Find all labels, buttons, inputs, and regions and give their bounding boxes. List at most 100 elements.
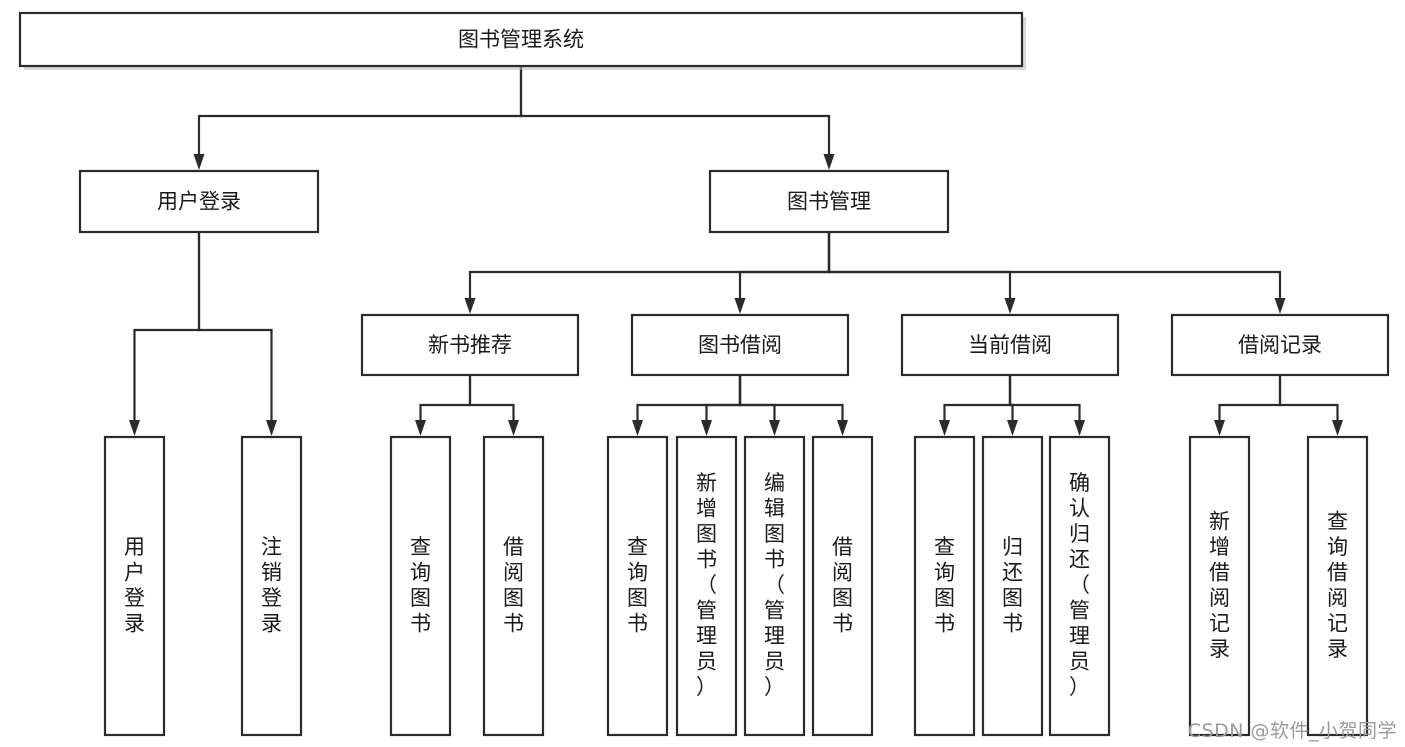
node-label: 图书管理系统 [458, 28, 584, 52]
node-book-borrow[interactable]: 图书借阅 [630, 313, 850, 377]
node-label: 用户登录 [157, 190, 241, 214]
node-rect[interactable] [1048, 435, 1111, 737]
connector-current-borrow-to-leaf-confirm-return [1008, 375, 1085, 436]
node-label: 归 [1069, 522, 1090, 546]
node-root[interactable]: 图书管理系统 [18, 11, 1026, 70]
node-label: 书 [934, 611, 955, 635]
arrow-head-icon [415, 420, 426, 436]
arrow-head-icon [823, 154, 835, 170]
node-rect[interactable] [743, 435, 806, 737]
node-label: 认 [1069, 497, 1090, 521]
node-label: 借 [832, 535, 853, 559]
connector-line [738, 232, 831, 298]
arrow-head-icon [508, 420, 519, 436]
node-label: 图 [627, 586, 648, 610]
node-rect[interactable] [1188, 435, 1251, 737]
node-new-book-recommend[interactable]: 新书推荐 [360, 313, 580, 377]
arrow-head-icon [632, 420, 643, 436]
node-label: 理 [696, 624, 717, 648]
node-label: 员 [696, 650, 717, 674]
node-rect[interactable] [630, 313, 850, 377]
node-rect[interactable] [360, 313, 580, 377]
node-label: 注 [261, 535, 282, 559]
node-label: 户 [124, 560, 145, 584]
node-label: （ [764, 573, 785, 597]
node-rect[interactable] [675, 435, 738, 737]
node-label: 管 [1069, 599, 1090, 623]
node-label: 借 [1327, 560, 1348, 584]
node-label: 阅 [503, 560, 524, 584]
node-rect[interactable] [900, 313, 1120, 377]
node-label: 登 [261, 586, 282, 610]
node-label: 查 [627, 535, 648, 559]
node-rect[interactable] [240, 435, 303, 737]
node-current-borrow[interactable]: 当前借阅 [900, 313, 1120, 377]
node-rect[interactable] [981, 435, 1044, 737]
connector-line [519, 66, 831, 154]
node-rect[interactable] [811, 435, 874, 737]
node-label: 询 [934, 560, 955, 584]
node-label: 阅 [1209, 586, 1230, 610]
node-label: 书 [410, 611, 431, 635]
node-rect[interactable] [1170, 313, 1390, 377]
node-rect[interactable] [606, 435, 669, 737]
node-label: 书 [832, 611, 853, 635]
node-label: 辑 [764, 497, 785, 521]
connector-borrow-record-to-leaf-query-record [1278, 375, 1343, 436]
node-label: 当前借阅 [968, 333, 1052, 357]
node-rect[interactable] [18, 11, 1024, 68]
node-rect[interactable] [389, 435, 452, 737]
node-label: 员 [764, 650, 785, 674]
node-label: 图 [764, 522, 785, 546]
node-label: 查 [1327, 509, 1348, 533]
connector-line [738, 375, 776, 420]
connector-current-borrow-to-leaf-query-book-3 [939, 375, 1012, 436]
connector-book-manage-to-book-borrow [734, 232, 831, 314]
connector-line [1278, 375, 1339, 420]
connector-line [827, 232, 1282, 298]
node-book-manage[interactable]: 图书管理 [708, 169, 950, 234]
node-rect[interactable] [708, 169, 950, 234]
node-label: 借 [503, 535, 524, 559]
arrow-head-icon [1332, 420, 1343, 436]
node-label: 增 [696, 497, 717, 521]
node-label: 新 [1209, 509, 1230, 533]
node-borrow-record[interactable]: 借阅记录 [1170, 313, 1390, 377]
node-label: 图 [696, 522, 717, 546]
node-label: 询 [627, 560, 648, 584]
node-rect[interactable] [482, 435, 545, 737]
node-label: ） [1069, 675, 1090, 699]
arrow-head-icon [129, 420, 140, 436]
node-label: 图书借阅 [698, 333, 782, 357]
node-leaf-user-login[interactable]: 用户登录 [103, 435, 166, 737]
connector-line [738, 375, 844, 420]
connector-book-manage-to-borrow-record [827, 232, 1286, 314]
node-rect[interactable] [1306, 435, 1369, 737]
node-label: 阅 [832, 560, 853, 584]
node-label: 图 [1002, 586, 1023, 610]
connector-line [197, 232, 273, 420]
arrow-head-icon [1274, 298, 1286, 314]
connector-line [943, 375, 1012, 420]
node-rect[interactable] [913, 435, 976, 737]
connector-borrow-record-to-leaf-add-record [1214, 375, 1282, 436]
connector-book-borrow-to-leaf-add-book [701, 375, 742, 436]
arrow-head-icon [939, 420, 950, 436]
node-rect[interactable] [103, 435, 166, 737]
arrow-head-icon [734, 298, 746, 314]
node-rect[interactable] [78, 169, 320, 234]
node-user-login[interactable]: 用户登录 [78, 169, 320, 234]
